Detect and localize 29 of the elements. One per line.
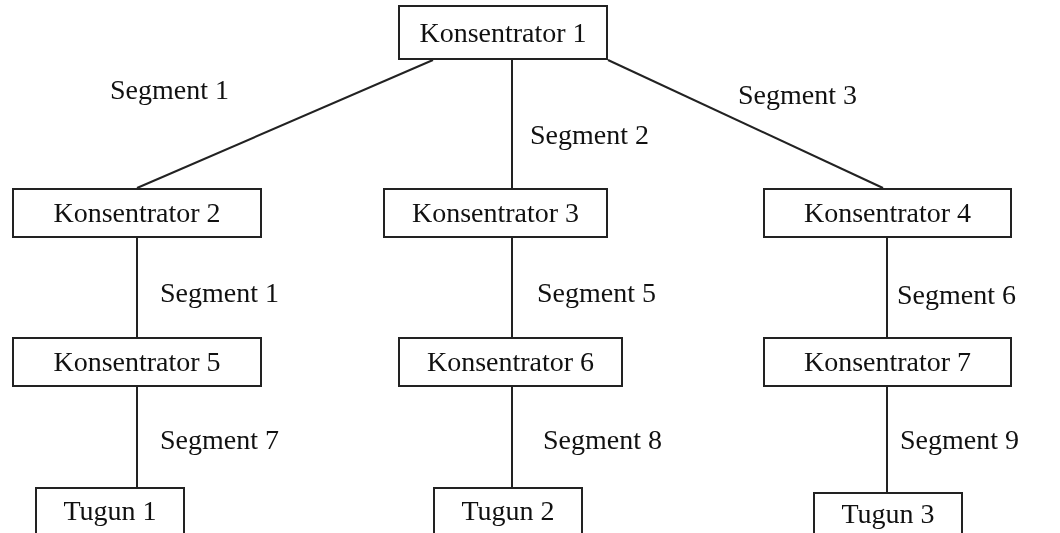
process-box [433,487,583,533]
process-box [35,487,185,533]
connector-line [886,237,888,338]
node-label: Konsentrator 2 [53,197,221,229]
node-label: Tugun 2 [461,495,555,527]
connector-line [886,386,888,493]
node-label: Konsentrator 6 [426,346,595,378]
node-label: Konsentrator 7 [803,346,972,378]
connector-line [511,59,513,189]
process-box [12,337,262,387]
process-box [813,492,963,533]
connector-line [136,237,138,338]
connector-line [136,386,138,488]
process-box [383,188,608,238]
node-label: Konsentrator 3 [411,197,580,229]
node-label: Tugun 3 [841,497,935,530]
connector-line [511,237,513,338]
node-label: Konsentrator 5 [53,346,221,378]
node-label: Tugun 1 [63,495,157,527]
connector-line [511,386,513,488]
connector-line [136,59,434,189]
connector-line [607,59,884,189]
node-label: Konsentrator 1 [419,16,587,49]
process-box [398,5,608,60]
process-box [12,188,262,238]
node-label: Konsentrator 4 [803,197,972,229]
process-box [398,337,623,387]
process-box [763,188,1012,238]
process-box [763,337,1012,387]
